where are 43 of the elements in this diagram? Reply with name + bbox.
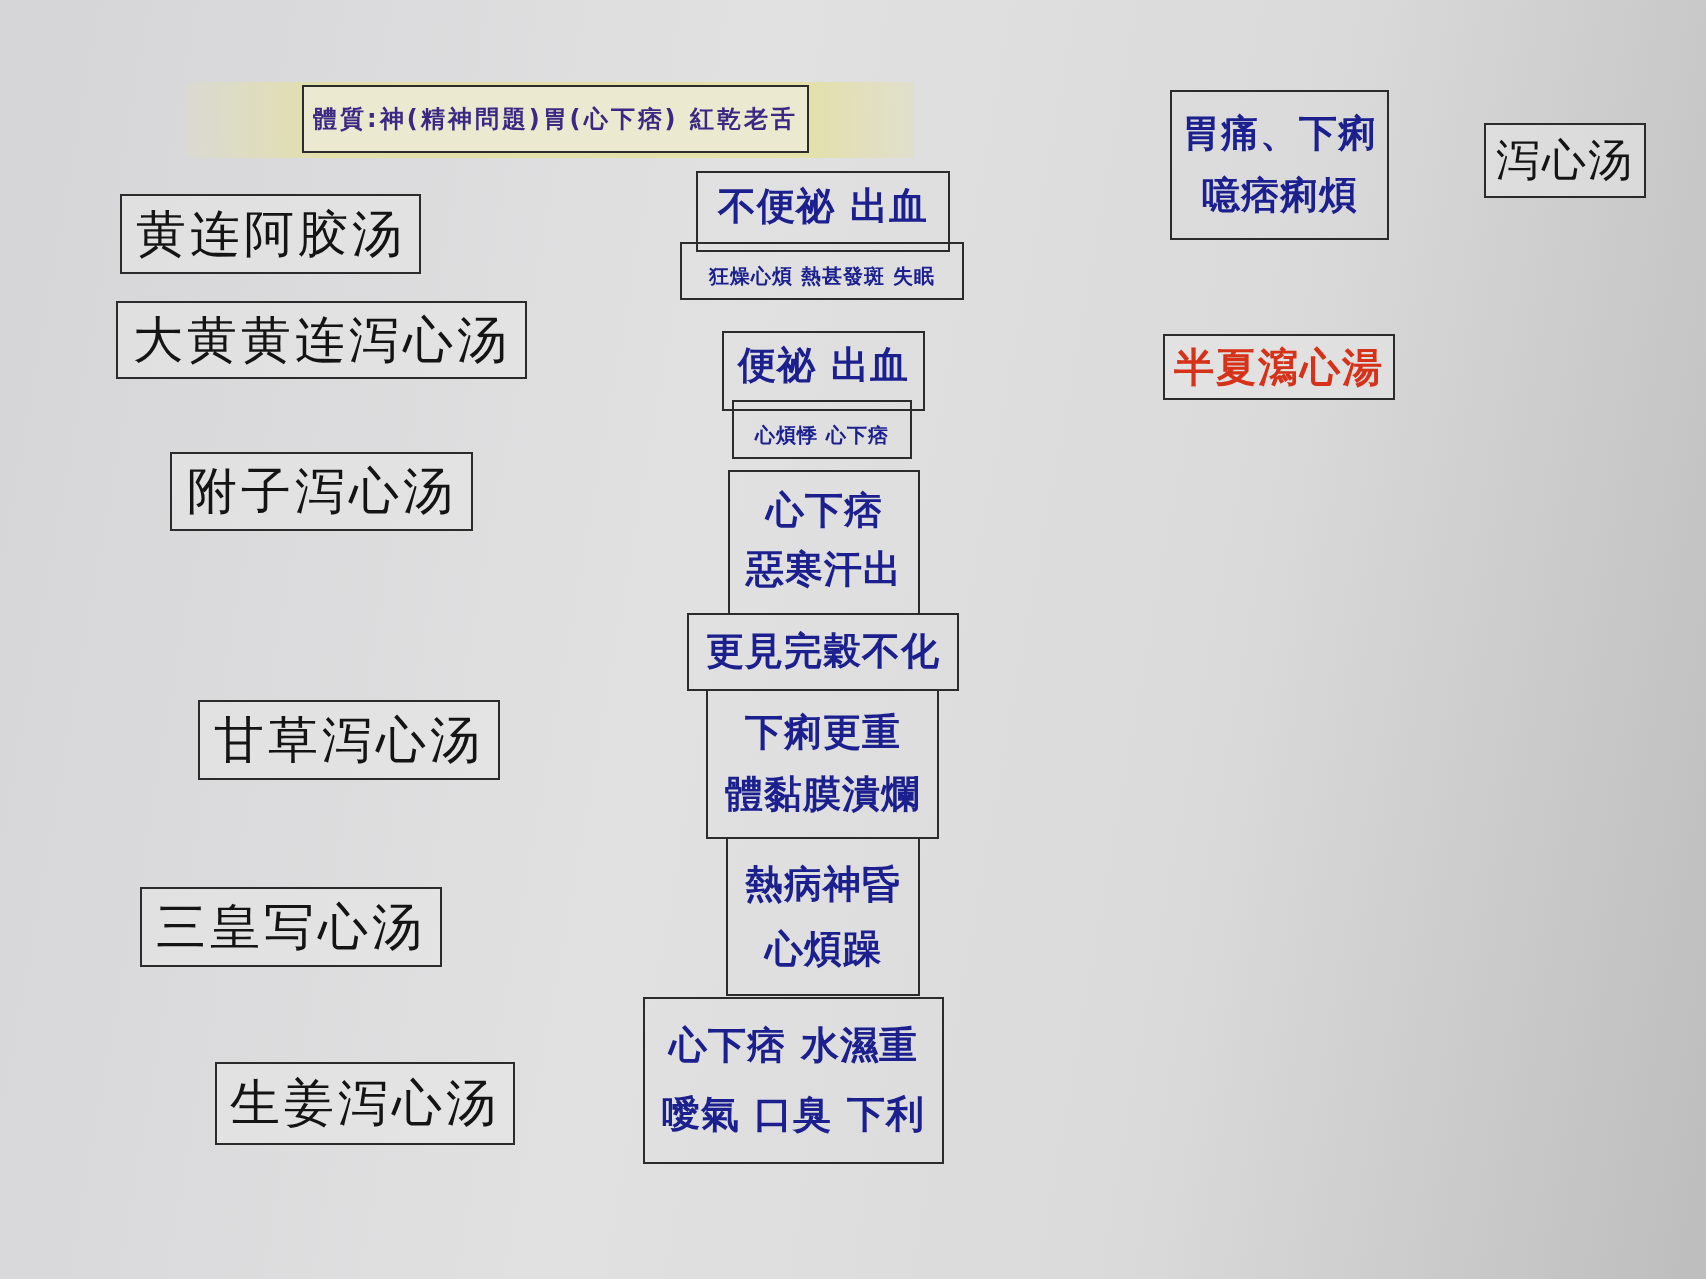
formula-box — [170, 452, 473, 531]
symptom-text: 狂燥心煩 熱甚發斑 失眠 — [709, 264, 935, 287]
formula-name: 泻心汤 — [1496, 136, 1634, 185]
symptom-text: 噫痞痢煩 — [1201, 175, 1358, 218]
symptom-box — [728, 470, 920, 615]
formula-name: 黄连阿胶汤 — [135, 206, 406, 262]
formula-box — [116, 301, 527, 379]
symptom-box — [680, 242, 964, 300]
formula-box — [1484, 123, 1646, 198]
symptom-box — [687, 613, 959, 691]
formula-box — [215, 1062, 515, 1145]
formula-name: 附子泻心汤 — [186, 464, 457, 519]
symptom-text: 心下痞 水濕重 — [669, 1025, 918, 1068]
symptom-box — [1170, 90, 1389, 240]
symptom-text: 更見完穀不化 — [706, 631, 940, 673]
formula-name: 大黄黄连泻心汤 — [132, 312, 511, 368]
note-box — [302, 85, 809, 153]
formula-name: 半夏瀉心湯 — [1174, 345, 1384, 389]
symptom-text: 熱病神昏 — [745, 864, 901, 906]
symptom-text: 心煩躁 — [764, 929, 882, 971]
symptom-box — [696, 171, 950, 252]
symptom-box — [643, 997, 944, 1164]
formula-box — [120, 194, 421, 274]
formula-name: 甘草泻心汤 — [214, 712, 484, 768]
symptom-text: 惡寒汗出 — [746, 549, 902, 592]
symptom-text: 心下痞 — [765, 489, 883, 532]
symptom-box — [722, 331, 925, 411]
note-text: 體質:神(精神問題)胃(心下痞) 紅乾老舌 — [313, 105, 798, 133]
symptom-box — [726, 837, 920, 996]
symptom-text: 噯氣 口臭 下利 — [662, 1093, 925, 1136]
formula-box — [140, 887, 442, 967]
formula-box — [1163, 334, 1395, 400]
formula-box — [198, 700, 500, 780]
symptom-box — [732, 400, 912, 459]
symptom-text: 心煩悸 心下痞 — [755, 423, 889, 446]
symptom-text: 胃痛、下痢 — [1182, 112, 1377, 155]
symptom-text: 便祕 出血 — [738, 345, 909, 387]
symptom-box — [706, 689, 939, 839]
symptom-text: 下痢更重 — [744, 712, 901, 755]
symptom-text: 體黏膜潰爛 — [725, 773, 920, 816]
formula-name: 生姜泻心汤 — [230, 1076, 500, 1131]
symptom-text: 不便祕 出血 — [718, 185, 928, 228]
formula-name: 三皇写心汤 — [156, 899, 426, 955]
